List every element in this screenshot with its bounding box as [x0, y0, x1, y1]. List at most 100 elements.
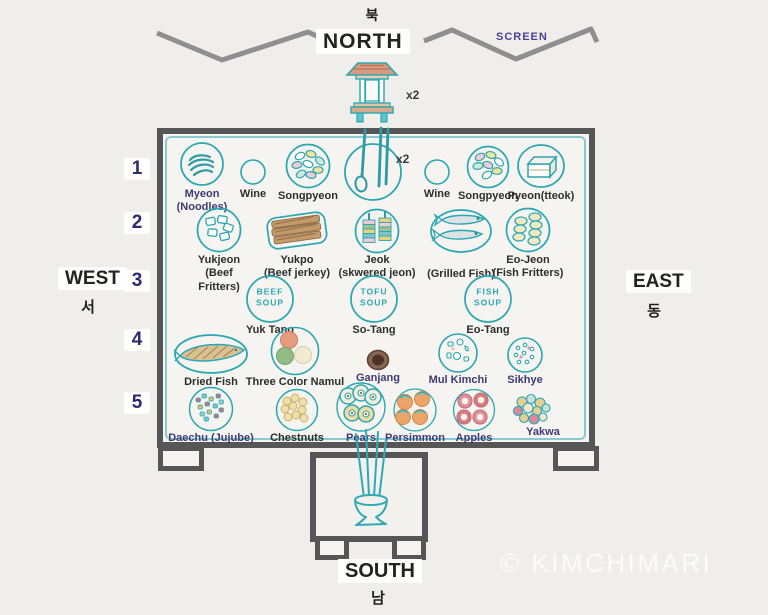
food-item-chestnuts: Chestnuts [252, 388, 342, 445]
food-sublabel: (Fish Fritters) [492, 267, 564, 280]
wine-cup-icon [228, 138, 278, 188]
food-label: Pears [346, 432, 376, 444]
jujube-plate-icon [151, 386, 271, 432]
food-label: Eo-Tang [466, 324, 510, 336]
food-item-namul: Three Color Namul [230, 326, 360, 389]
soy-sauce-dish-icon [343, 330, 413, 372]
west-label: WEST [58, 267, 127, 290]
food-item-dried-fish: Dried Fish [166, 330, 256, 389]
water-kimchi-bowl-icon [418, 330, 498, 374]
food-label: Daechu (Jujube) [168, 432, 254, 444]
food-sublabel: (Beef [205, 267, 233, 280]
food-label: So-Tang [352, 324, 396, 336]
food-label: Ganjang [355, 372, 400, 384]
food-item-persimmon: Persimmon [375, 388, 455, 445]
food-label: Three Color Namul [245, 376, 345, 388]
north-hangul-label: 북 [365, 7, 379, 23]
incense-burner-icon [354, 429, 388, 526]
food-label: Sikhye [507, 374, 543, 386]
tablet-multiplier: x2 [406, 88, 420, 102]
fish-fritters-plate-icon [473, 206, 583, 254]
chestnuts-plate-icon [252, 388, 342, 432]
row-number-3: 3 [124, 270, 150, 292]
food-item-wine-west: Wine [228, 138, 278, 201]
food-item-songpyeon-east: Songpyeon [443, 140, 533, 203]
main-ritual-table [157, 128, 595, 448]
folding-screen-lines [156, 26, 600, 63]
food-sublabel: (Noodles) [176, 201, 228, 214]
south-label: SOUTH [338, 559, 422, 583]
food-sublabel: (skwered jeon) [338, 267, 416, 280]
food-label: Chestnuts [270, 432, 324, 444]
north-label: NORTH [316, 29, 410, 54]
dried-fish-plate-icon [166, 330, 256, 376]
food-label: Apples [455, 432, 493, 444]
skewered-jeon-icon [321, 206, 433, 254]
food-item-pyeon: Pyeon(tteok) [491, 140, 591, 203]
food-label: Pyeon(tteok) [507, 190, 575, 202]
food-label: Yakwa [526, 426, 560, 438]
table-right-leg [553, 446, 599, 471]
south-hangul-label: 남 [371, 590, 385, 607]
food-item-yukjeon: Yukjeon (Beef Fritters) [179, 206, 259, 294]
food-label: Yukpo [280, 254, 314, 266]
food-item-ganjang: Ganjang [343, 330, 413, 385]
pyeon-rice-cake-icon [491, 140, 591, 190]
apples-plate-icon [434, 388, 514, 432]
yakwa-cookies-icon [494, 392, 574, 430]
songpyeon-plate-icon [263, 140, 353, 190]
east-hangul-label: 동 [647, 303, 661, 320]
food-label: Eo-Jeon [506, 254, 550, 266]
wine-cup-icon [412, 138, 462, 188]
rice-bowl-utensils [334, 126, 414, 204]
food-item-apples: Apples [434, 388, 514, 445]
row-number-1: 1 [124, 158, 150, 180]
beef-jerky-plate-icon [241, 208, 353, 254]
food-item-pears: Pears [321, 382, 401, 445]
food-sublabel: (Beef jerkey) [263, 267, 331, 280]
west-hangul-label: 서 [81, 299, 95, 316]
food-label: Songpyeon [458, 190, 518, 202]
grilled-fish-plate-icon [406, 208, 516, 254]
copyright-watermark: © KIMCHIMARI [500, 548, 713, 578]
food-label: Dried Fish [184, 376, 238, 388]
food-label: Jeok [364, 254, 390, 266]
food-label: Myeon [184, 188, 220, 200]
food-item-grilled-fish: (Grilled Fish) [406, 208, 516, 281]
food-label: Wine [239, 188, 267, 200]
table-left-leg [158, 446, 204, 471]
food-item-yukpo: Yukpo (Beef jerkey) [241, 208, 353, 281]
food-sublabel: Fritters) [198, 280, 240, 293]
food-label: Yuk Tang [245, 324, 295, 336]
food-item-songpyeon-west: Songpyeon [263, 140, 353, 203]
noodles-plate-icon [162, 138, 242, 188]
persimmon-plate-icon [375, 388, 455, 432]
food-item-wine-east: Wine [412, 138, 462, 201]
east-label: EAST [626, 270, 691, 293]
songpyeon-plate-icon [443, 140, 533, 190]
food-label: (Grilled Fish) [427, 268, 495, 280]
food-item-daechu: Daechu (Jujube) [151, 386, 271, 445]
food-label: Mul Kimchi [428, 374, 488, 386]
food-item-jeok: Jeok (skwered jeon) [321, 206, 433, 281]
incense-table [310, 452, 428, 542]
food-item-sikhye: Sikhye [490, 330, 560, 387]
ricebowl-multiplier: x2 [396, 152, 410, 166]
screen-label: SCREEN [496, 31, 548, 43]
row-number-5: 5 [124, 392, 150, 414]
food-label: Persimmon [385, 432, 445, 444]
food-label: Songpyeon [278, 190, 338, 202]
food-item-mulkimchi: Mul Kimchi [418, 330, 498, 387]
food-label: Wine [423, 188, 451, 200]
food-item-myeon: Myeon (Noodles) [162, 138, 242, 215]
food-item-eojeon: Eo-Jeon (Fish Fritters) [473, 206, 583, 281]
incense-table-left-leg [315, 536, 349, 560]
spoon-chopsticks-bowl-icon [334, 126, 414, 204]
row-number-4: 4 [124, 329, 150, 351]
ancestral-tablet-icon [344, 57, 400, 130]
